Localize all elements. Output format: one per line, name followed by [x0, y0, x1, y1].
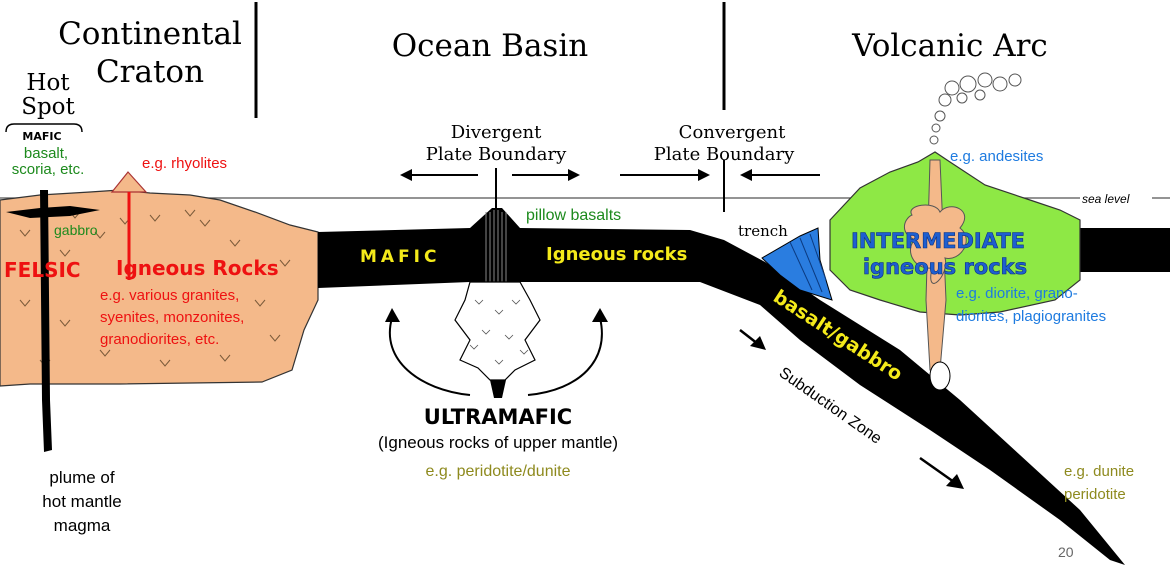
arc-base-crust — [1080, 228, 1170, 272]
divergent-label1: Divergent — [451, 122, 542, 143]
convergent-label2: Plate Boundary — [654, 144, 795, 165]
arc-magma-pocket — [929, 361, 951, 391]
intermediate-label2: igneous rocks — [863, 255, 1027, 279]
felsic-example3: granodiorites, etc. — [100, 331, 219, 348]
hotspot-basalt: basalt, — [24, 145, 68, 162]
felsic-rhyolites: e.g. rhyolites — [142, 155, 227, 172]
subduction-arrow-upper-head — [750, 336, 766, 350]
felsic-title1: FELSIC — [4, 258, 81, 282]
sea-level-label: sea level — [1082, 192, 1130, 206]
arc-pluton — [904, 204, 967, 284]
hotspot-bracket — [5, 123, 83, 133]
diorite-label1: e.g. diorite, grano- — [956, 285, 1078, 302]
header-craton-line2: Craton — [96, 54, 204, 90]
felsic-example2: syenites, monzonites, — [100, 309, 244, 326]
dunite-label1: e.g. dunite — [1064, 463, 1134, 480]
felsic-example1: e.g. various granites, — [100, 287, 239, 304]
hotspot-line2: Spot — [21, 94, 75, 120]
convergent-arrow-right-head — [698, 169, 710, 181]
gabbro-sill — [6, 206, 100, 218]
divergent-arrow-left-head — [400, 169, 412, 181]
convection-arrows — [389, 317, 603, 396]
plume-label3: magma — [54, 516, 111, 535]
ultramafic-description: (Igneous rocks of upper mantle) — [378, 433, 618, 452]
convergent-arrow-left-head — [740, 169, 752, 181]
plume-label2: hot mantle — [42, 492, 121, 511]
ocean-mafic-label: MAFIC — [360, 247, 441, 267]
hotspot-gabbro: gabbro — [54, 222, 98, 238]
page-number: 20 — [1058, 544, 1074, 560]
hotspot-scoria: scoria, etc. — [12, 161, 85, 178]
andesites-label: e.g. andesites — [950, 148, 1043, 165]
intermediate-label1: INTERMEDIATE — [851, 229, 1025, 253]
header-ocean: Ocean Basin — [392, 28, 589, 64]
plume-label1: plume of — [49, 468, 114, 487]
oceanic-crust — [318, 208, 1125, 565]
ridge-dikes — [485, 210, 507, 282]
magma-feeder — [490, 380, 506, 398]
ultramafic-example: e.g. peridotite/dunite — [426, 463, 571, 480]
diorite-label2: diorites, plagiogranites — [956, 308, 1106, 325]
convection-arrowhead-left — [385, 308, 400, 322]
subduction-arrow-lower — [919, 456, 955, 484]
divergent-arrow-right-head — [568, 169, 580, 181]
hotspot-line1: Hot — [26, 70, 70, 96]
magma-chamber — [454, 281, 541, 381]
dunite-label2: peridotite — [1064, 486, 1126, 503]
pillow-basalts-label: pillow basalts — [526, 207, 621, 224]
header-arc: Volcanic Arc — [851, 28, 1048, 64]
ocean-igneous-label: Igneous rocks — [546, 244, 687, 265]
subduction-arrow-lower-head — [946, 474, 964, 489]
eruption-plume — [929, 72, 1022, 145]
felsic-title2: Igneous Rocks — [116, 256, 279, 280]
convergent-label1: Convergent — [679, 122, 786, 143]
convection-arrowhead-right — [592, 308, 608, 322]
trench-label: trench — [738, 222, 788, 240]
divergent-label2: Plate Boundary — [426, 144, 567, 165]
wedge-lines — [789, 233, 827, 293]
mantle-plume — [40, 190, 52, 452]
ultramafic-label: ULTRAMAFIC — [424, 405, 572, 429]
felsic-volcano — [110, 171, 148, 193]
header-craton-line1: Continental — [58, 16, 242, 52]
magma-texture — [469, 299, 529, 365]
hotspot-mafic: MAFIC — [22, 130, 61, 143]
